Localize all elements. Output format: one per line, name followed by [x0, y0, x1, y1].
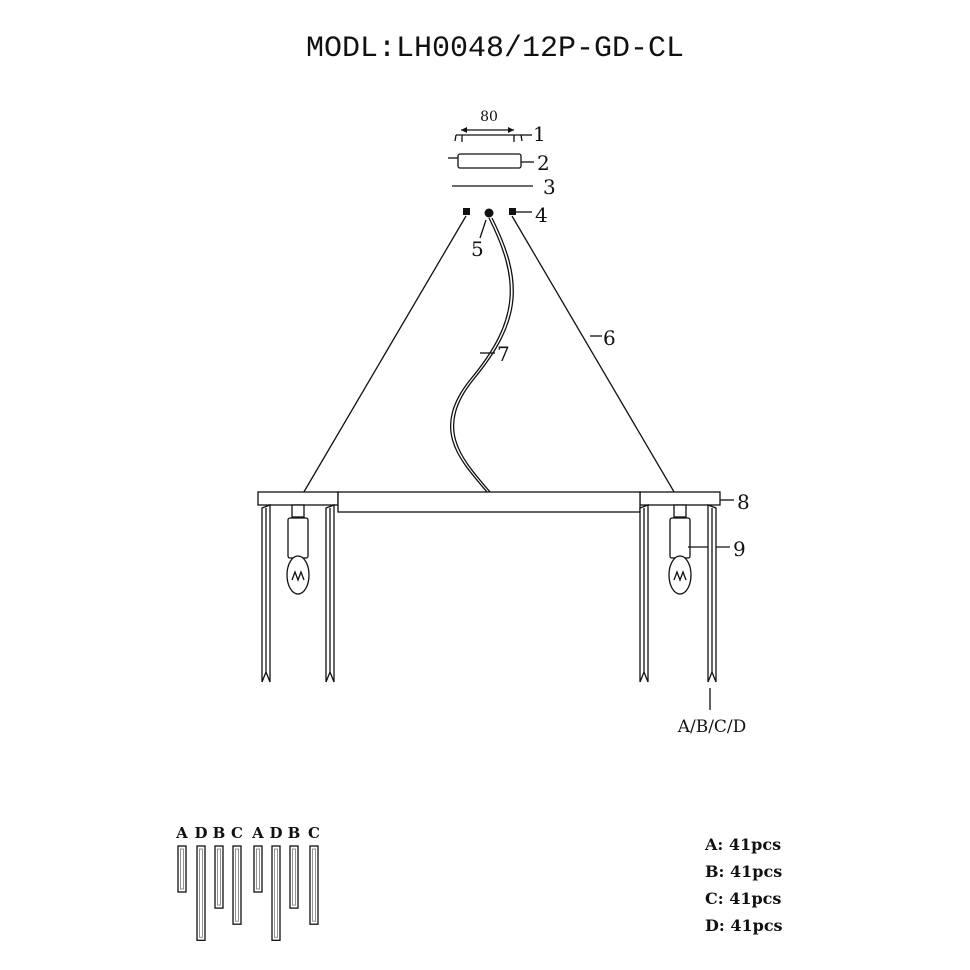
crystal-type-letter: A — [175, 824, 188, 842]
lamp-right — [668, 504, 730, 595]
crystal-facet — [217, 848, 221, 906]
crystal-sample — [177, 845, 187, 893]
quantity-row: C: 41pcs — [705, 889, 781, 908]
crystal-type-letter: B — [213, 824, 226, 842]
quantity-row: A: 41pcs — [704, 835, 781, 854]
label-7: 7 — [497, 342, 510, 366]
label-8: 8 — [737, 490, 750, 514]
crystal-type-letter: B — [288, 824, 301, 842]
crystal-facet — [312, 848, 316, 922]
dimension-80: 80 — [461, 109, 514, 133]
lamp-left — [286, 504, 310, 595]
crystal-sample — [309, 845, 319, 925]
crystal-type-letter: C — [231, 824, 243, 842]
part-labels: 1 2 3 4 5 6 7 8 9 A/B/C/D — [471, 122, 750, 737]
power-cord — [450, 217, 511, 493]
crystal-sample — [253, 845, 263, 893]
hanging-crystals — [261, 504, 717, 710]
label-6: 6 — [603, 326, 616, 350]
crystal-type-letter: D — [194, 824, 207, 842]
crystal-type-letter: A — [251, 824, 264, 842]
mounting-bracket — [454, 134, 532, 142]
suspension-cable-left — [297, 215, 467, 503]
crystal-sample — [232, 845, 242, 925]
label-1: 1 — [533, 122, 546, 146]
crystal-sample — [271, 845, 281, 941]
crystal-sample — [214, 845, 224, 909]
crystal-type-letter: D — [269, 824, 282, 842]
quantity-type: C: — [705, 889, 729, 908]
crystal-facet — [256, 848, 260, 890]
crystal-sample — [196, 845, 206, 941]
quantity-type: A: — [704, 835, 729, 854]
quantity-type: D: — [705, 916, 730, 935]
cable-grips — [463, 208, 532, 239]
quantity-value: 41pcs — [729, 889, 781, 908]
label-4: 4 — [535, 203, 548, 227]
label-9: 9 — [733, 537, 746, 561]
label-3: 3 — [543, 175, 556, 199]
crystal-facet — [235, 848, 239, 922]
quantity-row: B: 41pcs — [705, 862, 782, 881]
quantity-list: A: 41pcs B: 41pcs C: 41pcs D: 41pcs — [704, 835, 783, 935]
crystal-types-label: A/B/C/D — [677, 717, 747, 737]
label-2: 2 — [537, 151, 550, 175]
frame-bar — [257, 491, 734, 513]
crystal-facet — [292, 848, 296, 906]
quantity-row: D: 41pcs — [705, 916, 783, 935]
crystal-facet — [274, 848, 278, 938]
suspension-cable-right — [511, 215, 681, 503]
dimension-label: 80 — [480, 109, 498, 125]
quantity-value: 41pcs — [730, 916, 782, 935]
quantity-value: 41pcs — [729, 835, 781, 854]
crystal-facet — [199, 848, 203, 938]
quantity-value: 41pcs — [730, 862, 782, 881]
crystal-facet — [180, 848, 184, 890]
canopy — [448, 153, 534, 169]
quantity-type: B: — [705, 862, 730, 881]
crystal-type-letter: C — [308, 824, 320, 842]
label-5: 5 — [471, 237, 484, 261]
model-title: MODL:LH0048/12P-GD-CL — [306, 32, 684, 66]
crystal-sample — [289, 845, 299, 909]
